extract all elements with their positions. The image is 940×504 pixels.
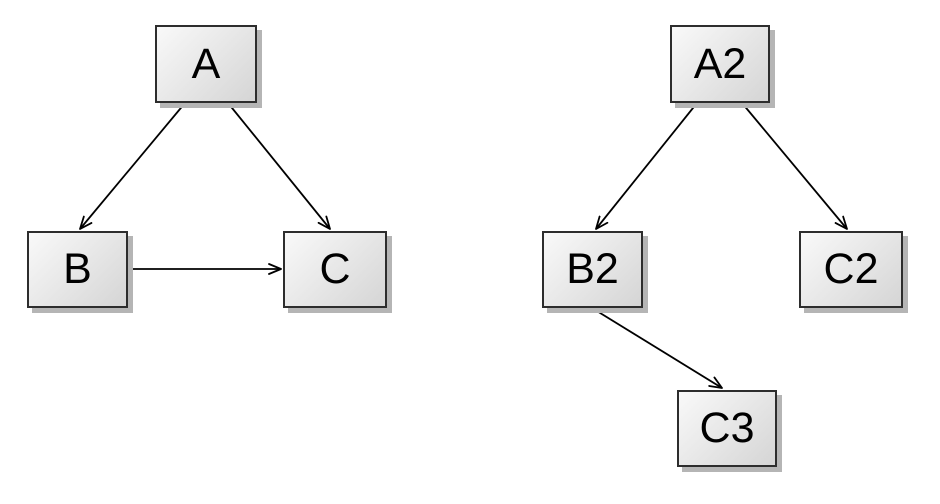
node-C3: C3 <box>677 390 777 467</box>
node-label-B2: B2 <box>566 245 619 293</box>
node-A: A <box>155 25 257 103</box>
edge-A2-to-B2 <box>595 102 698 230</box>
node-C: C <box>283 231 387 308</box>
edge-A-to-B <box>79 102 186 230</box>
node-label-C3: C3 <box>699 404 755 452</box>
node-A2: A2 <box>670 25 770 103</box>
node-label-B: B <box>63 245 92 293</box>
node-B: B <box>27 231 128 308</box>
node-label-A2: A2 <box>693 39 747 88</box>
node-C2: C2 <box>799 231 903 308</box>
node-label-A: A <box>191 39 221 88</box>
node-label-C2: C2 <box>823 245 879 293</box>
edge-A2-to-C2 <box>741 102 848 230</box>
node-B2: B2 <box>542 231 643 308</box>
edge-A-to-C <box>227 102 331 230</box>
edge-B2-to-C3 <box>591 307 723 389</box>
node-label-C: C <box>319 245 351 293</box>
